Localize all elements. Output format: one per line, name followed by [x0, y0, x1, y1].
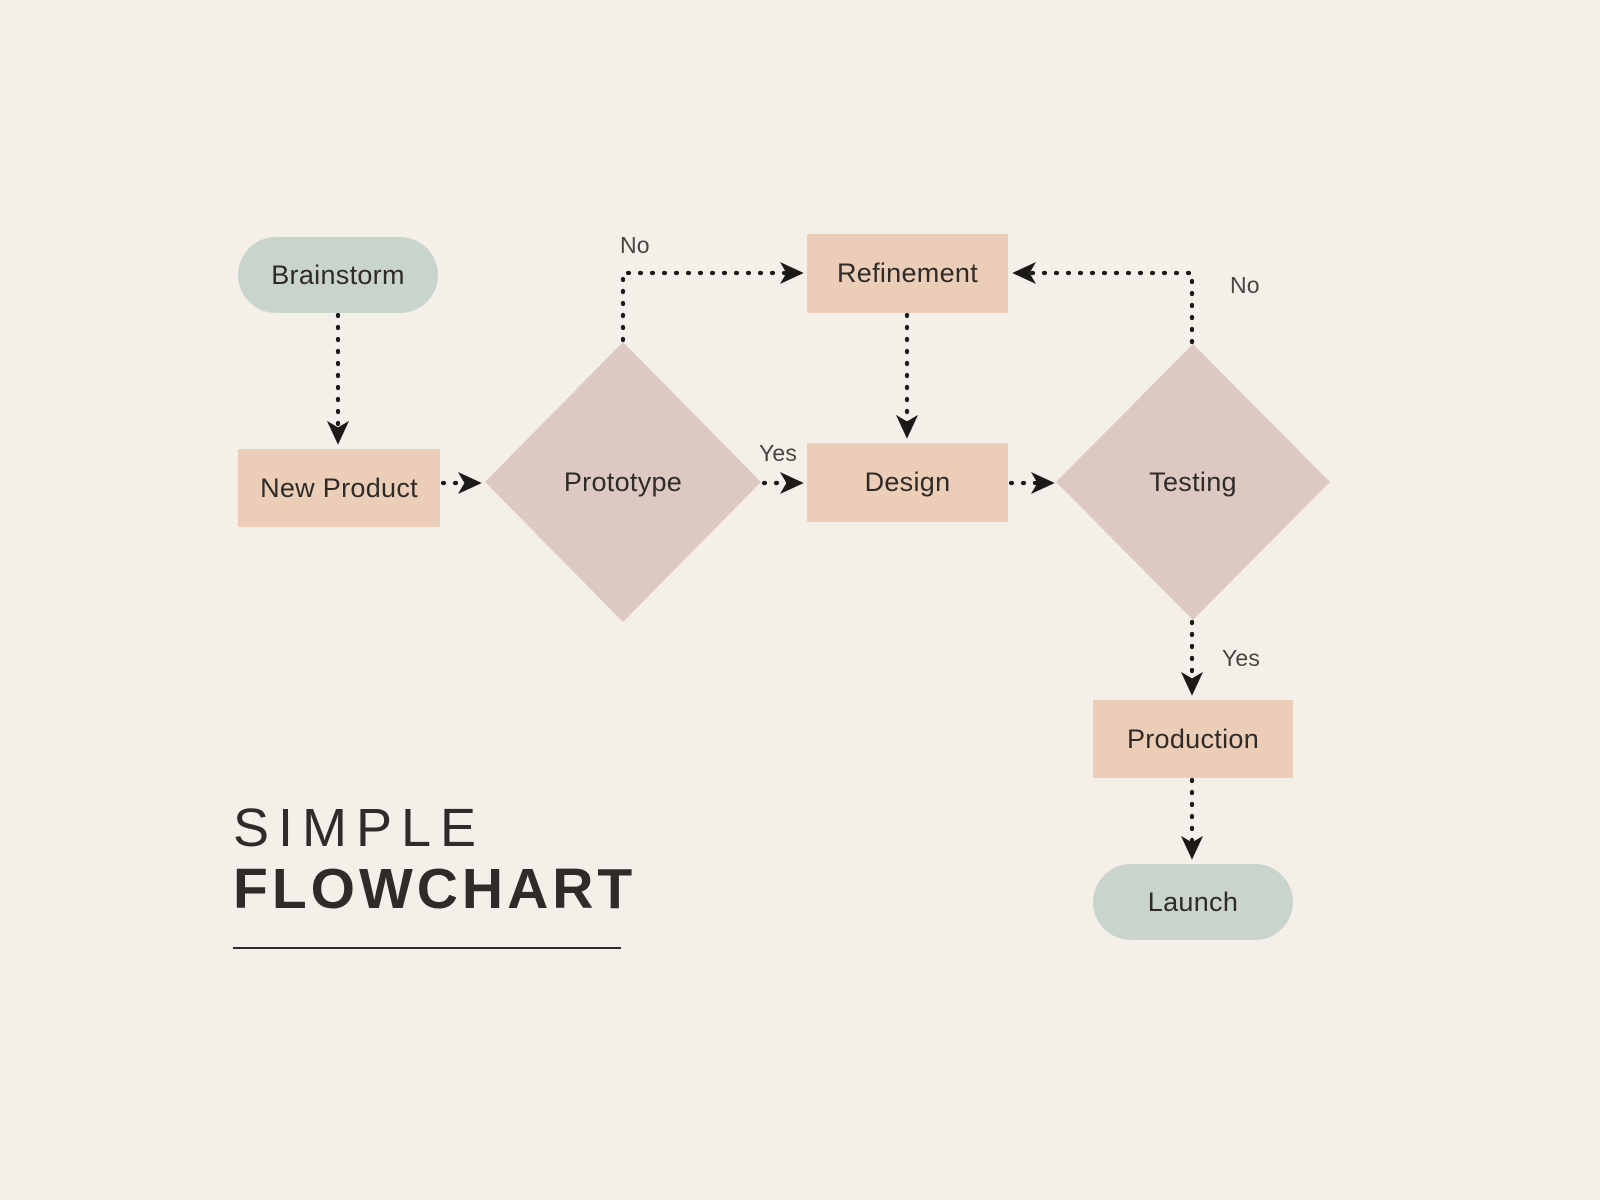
- node-production[interactable]: Production: [1093, 700, 1293, 778]
- edge-label-prototype-no: No: [620, 232, 650, 258]
- node-launch-label: Launch: [1147, 886, 1239, 917]
- edge-testing-no-to-refinement: [1012, 261, 1195, 345]
- node-new-product[interactable]: New Product: [238, 449, 440, 527]
- node-brainstorm[interactable]: Brainstorm: [238, 237, 438, 313]
- node-launch[interactable]: Launch: [1093, 864, 1293, 940]
- node-refinement-label: Refinement: [836, 258, 979, 288]
- node-testing[interactable]: Testing: [1056, 344, 1330, 620]
- node-refinement[interactable]: Refinement: [807, 234, 1008, 313]
- node-new-product-label: New Product: [260, 472, 418, 503]
- node-prototype[interactable]: Prototype: [485, 342, 761, 622]
- title-underline: [233, 946, 621, 949]
- edge-label-testing-no: No: [1230, 272, 1260, 298]
- edge-prototype-no-to-refinement: [620, 261, 804, 343]
- title-line-simple: SIMPLE: [233, 798, 486, 858]
- node-testing-label: Testing: [1149, 466, 1237, 497]
- node-brainstorm-label: Brainstorm: [271, 259, 405, 290]
- edge-label-prototype-yes: Yes: [759, 440, 798, 466]
- node-design-label: Design: [864, 467, 951, 497]
- edge-label-testing-yes: Yes: [1222, 645, 1261, 671]
- title-block: SIMPLE FLOWCHART: [233, 798, 833, 949]
- node-production-label: Production: [1126, 723, 1260, 754]
- node-design[interactable]: Design: [807, 443, 1008, 522]
- title-line-flowchart: FLOWCHART: [233, 857, 637, 922]
- node-prototype-label: Prototype: [563, 466, 683, 497]
